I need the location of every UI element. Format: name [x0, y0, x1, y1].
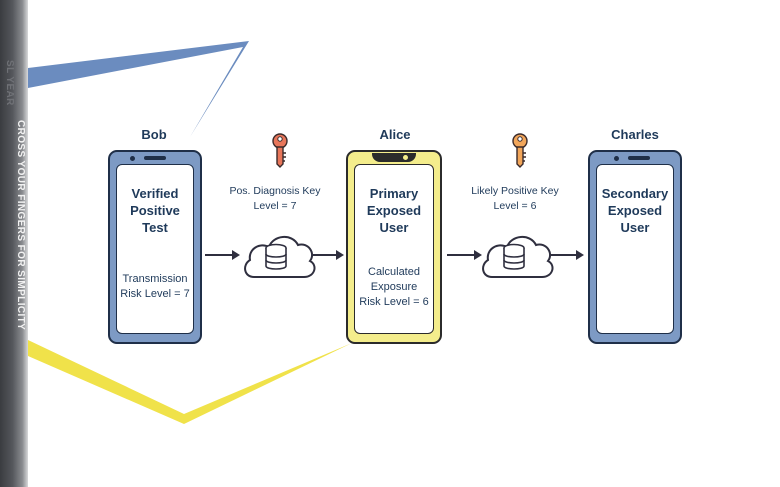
cloud-database-icon [244, 236, 316, 278]
key-icon [272, 133, 288, 168]
alice-status-title: Primary Exposed User [366, 186, 422, 235]
alice-risk-detail: Calculated Exposure Risk Level = 6 [359, 266, 429, 308]
camera-icon [403, 155, 408, 160]
bob-status-title: Verified Positive Test [130, 186, 180, 235]
charles-status-title: Secondary Exposed User [601, 186, 669, 235]
flow-arrow [309, 250, 344, 260]
charles-phone-screen: Secondary Exposed User [596, 164, 674, 334]
likely-positive-key-label: Likely Positive Key Level = 6 [471, 185, 559, 212]
speaker-icon [628, 156, 650, 160]
flow-arrow [205, 250, 240, 260]
flow-arrow [549, 250, 584, 260]
blue-decorative-stroke [28, 41, 249, 137]
notch [372, 153, 416, 162]
side-banner-text: CROSS YOUR FINGERS FOR SIMPLICITY [15, 120, 26, 331]
alice-name: Alice [379, 127, 411, 142]
side-banner-ghost-text: SL YEAR [4, 60, 15, 106]
side-banner: SL YEAR CROSS YOUR FINGERS FOR SIMPLICIT… [0, 0, 28, 487]
charles-name: Charles [611, 127, 659, 142]
camera-icon [130, 156, 135, 161]
bob-phone-screen: Verified Positive Test Transmission Risk… [116, 164, 194, 334]
charles-phone: Secondary Exposed User [588, 150, 682, 344]
camera-icon [614, 156, 619, 161]
cloud-database-icon [482, 236, 554, 278]
bob-name: Bob [141, 127, 167, 142]
bob-phone: Verified Positive Test Transmission Risk… [108, 150, 202, 344]
flow-arrow [447, 250, 482, 260]
yellow-decorative-stroke [28, 340, 352, 424]
key-icon [512, 133, 528, 168]
alice-phone: Primary Exposed User Calculated Exposure… [346, 150, 442, 344]
alice-phone-screen: Primary Exposed User Calculated Exposure… [354, 164, 434, 334]
speaker-icon [144, 156, 166, 160]
diagnosis-key-label: Pos. Diagnosis Key Level = 7 [229, 185, 321, 212]
bob-risk-detail: Transmission Risk Level = 7 [120, 273, 190, 300]
